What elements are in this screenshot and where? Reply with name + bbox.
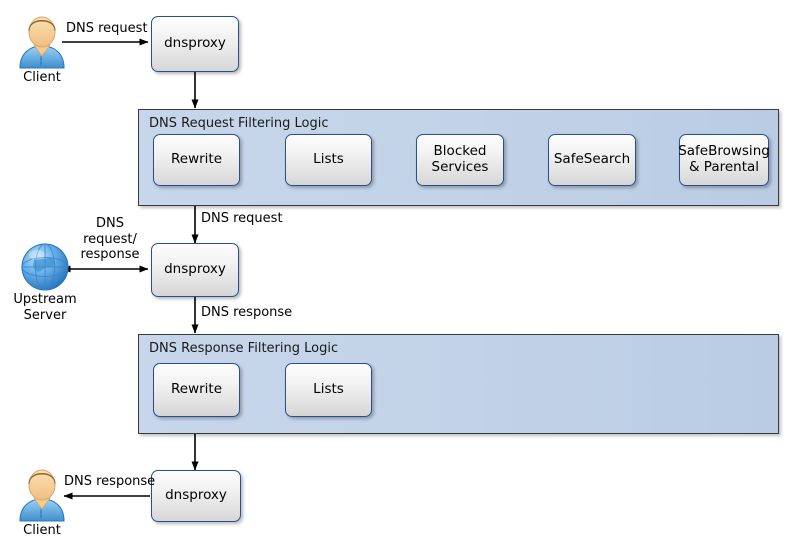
panel-request-title: DNS Request Filtering Logic [149, 116, 329, 131]
actor-caption-client-bottom: Client [0, 521, 84, 539]
stage-request-rewrite[interactable]: Rewrite [153, 134, 240, 186]
user-avatar-icon [19, 16, 65, 69]
stage-request-safesearch[interactable]: SafeSearch [548, 134, 636, 186]
client-bottom-label: Client [23, 523, 61, 538]
node-dnsproxy-top[interactable]: dnsproxy [151, 16, 239, 72]
stage-response-lists[interactable]: Lists [285, 363, 372, 417]
panel-dns-response-filtering: DNS Response Filtering Logic [138, 334, 779, 434]
edge-label-upstream-exchange: DNS request/ response [80, 216, 140, 263]
panel-response-title: DNS Response Filtering Logic [149, 341, 339, 356]
upstream-server-label: Upstream Server [13, 292, 77, 323]
edge-label-proxy-to-client: DNS response [64, 474, 156, 489]
user-avatar-icon [19, 469, 65, 522]
stage-request-lists[interactable]: Lists [285, 134, 372, 186]
edge-label-proxy-to-response-filtering: DNS response [201, 305, 293, 320]
node-dnsproxy-bottom[interactable]: dnsproxy [151, 470, 241, 522]
stage-request-blocked-services[interactable]: Blocked Services [416, 134, 504, 186]
client-top-label: Client [23, 70, 61, 85]
node-dnsproxy-middle[interactable]: dnsproxy [151, 243, 239, 297]
edge-label-proxy-to-request-filtering: DNS request [201, 211, 283, 226]
stage-request-safebrowsing-parental[interactable]: SafeBrowsing & Parental [678, 134, 770, 186]
stage-response-rewrite[interactable]: Rewrite [153, 363, 240, 417]
edge-label-client-to-proxy: DNS request [66, 21, 148, 36]
actor-caption-client-top: Client [0, 68, 84, 86]
actor-caption-upstream-server: Upstream Server [0, 290, 90, 323]
